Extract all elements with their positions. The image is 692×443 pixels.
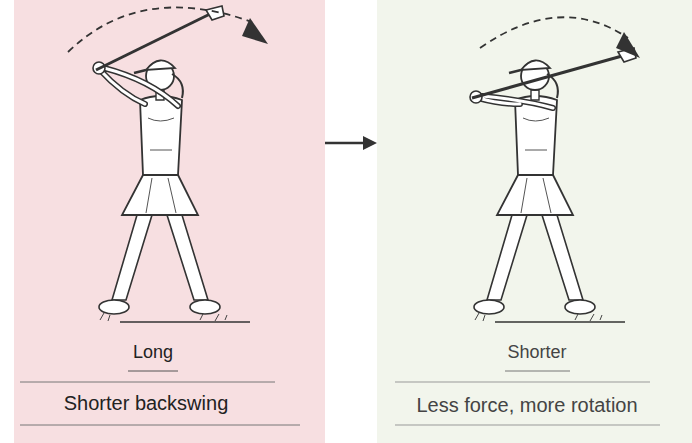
golf-club xyxy=(472,56,622,98)
golfer-figure xyxy=(474,60,625,322)
divider-line xyxy=(395,382,660,425)
underline xyxy=(505,371,570,372)
swing-arc xyxy=(68,7,252,52)
panel-caption: Less force, more rotation xyxy=(377,394,677,417)
panel: ShorterLess force, more rotation xyxy=(377,0,692,443)
divider-line xyxy=(20,382,300,425)
swing-arrowhead xyxy=(242,18,268,44)
panel-caption: Shorter backswing xyxy=(14,392,278,415)
underline xyxy=(128,371,178,372)
panel: LongShorter backswing xyxy=(14,0,325,443)
panel-label: Long xyxy=(14,342,292,363)
swing-arc xyxy=(480,17,628,48)
golf-club xyxy=(96,14,210,70)
panel-label: Shorter xyxy=(377,342,692,363)
flow-arrow xyxy=(325,136,377,150)
golfer-arms xyxy=(100,68,178,106)
golfer-arms xyxy=(478,96,553,108)
golfer-figure xyxy=(99,60,250,322)
swing-arrowhead xyxy=(616,32,640,58)
